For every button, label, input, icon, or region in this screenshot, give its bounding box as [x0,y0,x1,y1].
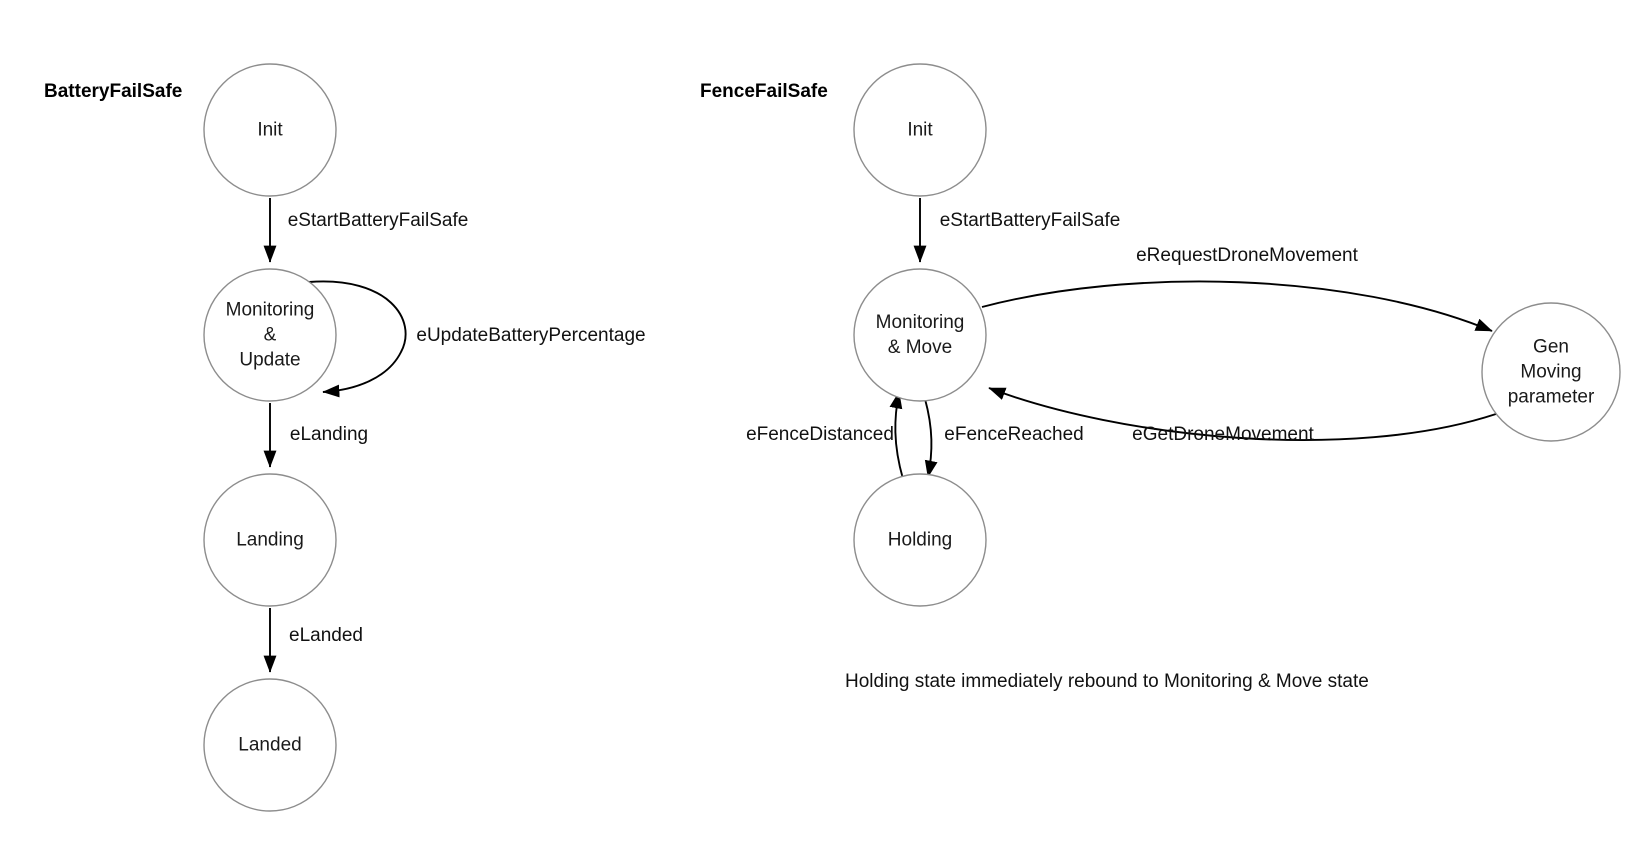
edge-label-f-t4: eFenceDistanced [746,424,894,445]
edge-f-gen-to-monitoring [988,387,1497,441]
edge-label-b-t1: eStartBatteryFailSafe [287,210,469,231]
state-node-b-landing[interactable] [203,473,337,607]
state-node-b-monitoring[interactable] [203,268,337,402]
edge-f-monitoring-to-holding [924,398,938,478]
state-node-f-holding[interactable] [853,473,987,607]
state-node-b-init[interactable] [203,63,337,197]
state-node-b-landed[interactable] [203,678,337,812]
edge-label-b-t2: eUpdateBatteryPercentage [416,325,646,346]
state-node-f-init[interactable] [853,63,987,197]
edge-label-f-t5: eFenceReached [944,424,1084,445]
edge-label-f-t2: eRequestDroneMovement [1136,245,1358,266]
edge-f-monitoring-to-gen [981,280,1493,332]
edge-label-b-t3: eLanding [289,424,369,445]
diagram-note-fence: Holding state immediately rebound to Mon… [845,671,1369,692]
machine-title-battery: BatteryFailSafe [44,81,183,102]
edge-b-monitoring-self-loop [308,280,407,398]
edge-label-b-t4: eLanded [289,625,363,646]
machine-title-fence: FenceFailSafe [700,81,828,102]
state-node-f-gen[interactable] [1481,302,1621,442]
edge-label-f-t3: eGetDroneMovement [1132,424,1314,445]
state-node-f-monitoring[interactable] [853,268,987,402]
edge-f-holding-to-monitoring [889,391,904,480]
edge-label-f-t1: eStartBatteryFailSafe [939,210,1121,231]
